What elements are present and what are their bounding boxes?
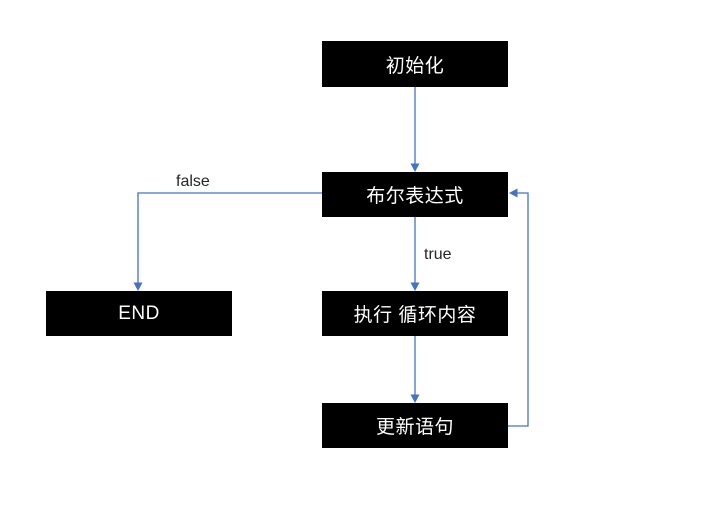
node-end-label: END xyxy=(118,302,160,324)
node-end: END xyxy=(46,291,232,336)
edge-condition-to-end xyxy=(133,192,322,291)
edge-update-to-condition xyxy=(508,188,529,427)
edge-label-true: true xyxy=(424,246,452,263)
edge-condition-to-body xyxy=(410,217,420,291)
node-init-label: 初始化 xyxy=(385,55,445,77)
edge-init-to-condition xyxy=(410,87,420,172)
node-body: 执行 循环内容 xyxy=(322,291,508,336)
node-condition: 布尔表达式 xyxy=(322,172,508,217)
node-update: 更新语句 xyxy=(322,403,508,448)
node-init: 初始化 xyxy=(322,41,508,87)
node-condition-label: 布尔表达式 xyxy=(366,186,464,207)
node-body-label: 执行 循环内容 xyxy=(353,305,477,326)
node-update-label: 更新语句 xyxy=(375,417,454,438)
edge-label-false: false xyxy=(176,173,210,190)
edge-body-to-update xyxy=(410,336,420,403)
